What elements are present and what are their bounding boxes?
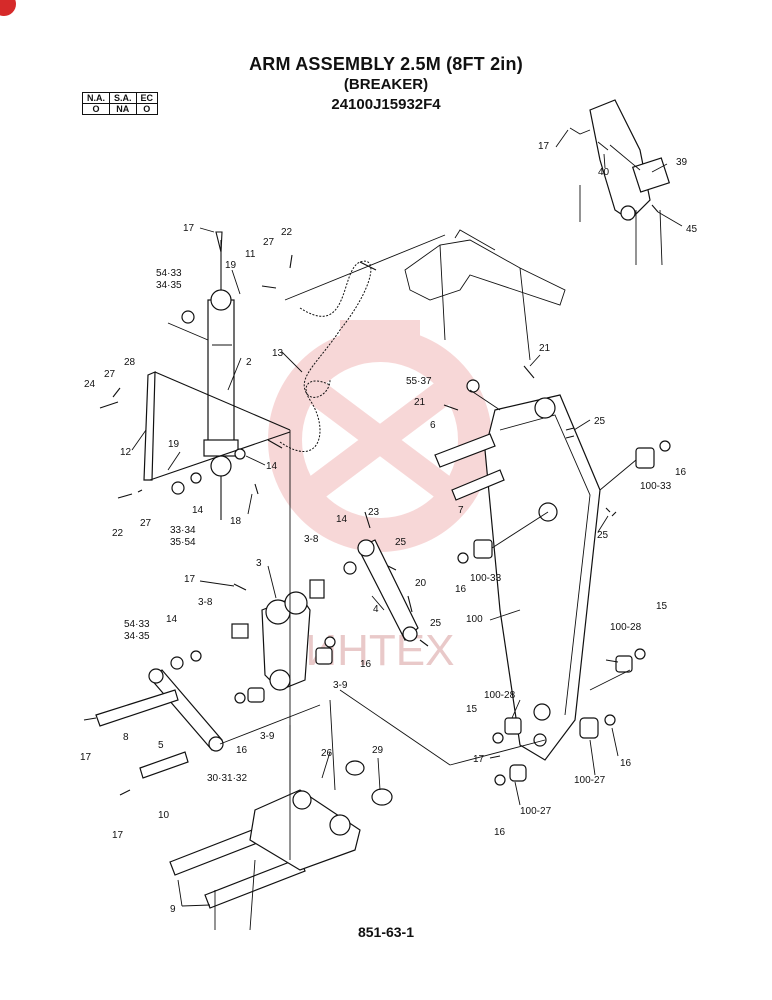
corner-badge — [0, 0, 16, 16]
callout-label: 15 — [656, 601, 668, 612]
cylinder — [203, 240, 239, 520]
callout-label: 25 — [395, 537, 407, 548]
callout-label: 16 — [494, 827, 506, 838]
hose-lines — [267, 260, 377, 452]
link-3 — [231, 579, 325, 691]
callout-label: 25 — [597, 530, 609, 541]
callout-label: 26 — [321, 748, 333, 759]
connection-lines — [167, 322, 637, 860]
callout-label: 16 — [236, 745, 248, 756]
pins — [95, 433, 505, 909]
callout-label: 27 — [263, 237, 275, 248]
bracket-inset — [569, 99, 671, 266]
callout-label: 3-8 — [304, 534, 319, 545]
callout-label: 21 — [539, 343, 551, 354]
callout-label: 14 — [192, 505, 204, 516]
callout-label: 100-28 — [610, 622, 642, 633]
rod-12 — [143, 371, 291, 481]
callout-label: 100-27 — [574, 775, 606, 786]
callout-label: 23 — [368, 507, 380, 518]
callout-label: 100-28 — [484, 690, 516, 701]
callout-label: 100-33 — [470, 573, 502, 584]
callout-label: 54·33 — [156, 268, 182, 279]
callout-label: 100 — [466, 614, 483, 625]
diagram-subtitle: (BREAKER) — [343, 76, 429, 93]
callout-label: 55·37 — [406, 376, 432, 387]
callout-label: 16 — [675, 467, 687, 478]
callout-label: 29 — [372, 745, 384, 756]
callout-labels: 17 22 27 11 19 54·33 34·35 28 27 24 2 13… — [80, 141, 698, 915]
callout-label: 17 — [112, 830, 124, 841]
callout-label: 14 — [336, 514, 348, 525]
callout-label: 13 — [272, 348, 284, 359]
bushings — [170, 310, 671, 806]
callout-label: 5 — [158, 740, 164, 751]
callout-label: 100-33 — [640, 481, 672, 492]
callout-label: 17 — [80, 752, 92, 763]
callout-label: 2 — [246, 357, 252, 368]
callout-label: 11 — [245, 249, 256, 260]
callout-label: 39 — [676, 157, 688, 168]
callout-label: 3-8 — [198, 597, 213, 608]
callout-label: 4 — [373, 604, 379, 615]
link-4 — [357, 539, 419, 642]
callout-label: 17 — [183, 223, 195, 234]
callout-label: 54·33 — [124, 619, 150, 630]
callout-label: 25 — [594, 416, 606, 427]
callout-label: 19 — [168, 439, 180, 450]
callout-label: 22 — [112, 528, 124, 539]
callout-label: 12 — [120, 447, 132, 458]
page-footer-code: 851-63-1 — [357, 924, 415, 940]
callout-label: 20 — [415, 578, 427, 589]
callout-label: 27 — [140, 518, 152, 529]
callout-label: 14 — [266, 461, 278, 472]
bolts-fittings — [83, 204, 659, 796]
callout-label: 17 — [473, 754, 485, 765]
callout-label: 15 — [466, 704, 478, 715]
callout-label: 34·35 — [124, 631, 150, 642]
callout-label: 35·54 — [170, 537, 196, 548]
callout-label: 14 — [166, 614, 178, 625]
callout-label: 7 — [458, 505, 464, 516]
callout-label: 17 — [538, 141, 550, 152]
callout-label: 18 — [230, 516, 242, 527]
callout-label: 9 — [170, 904, 176, 915]
callout-label: 6 — [430, 420, 436, 431]
link-5 — [148, 668, 224, 752]
callout-label: 25 — [430, 618, 442, 629]
diagram-title: ARM ASSEMBLY 2.5M (8FT 2in) — [249, 54, 523, 74]
arm-body — [484, 394, 601, 761]
callout-label: 3-9 — [260, 731, 275, 742]
boom-outline — [284, 229, 566, 361]
callout-label: 27 — [104, 369, 116, 380]
callout-label: 34·35 — [156, 280, 182, 291]
callout-label: 28 — [124, 357, 136, 368]
callout-label: 16 — [455, 584, 467, 595]
bucket-bracket — [214, 699, 361, 931]
callout-label: 19 — [225, 260, 237, 271]
legend-value-na: O — [82, 103, 110, 115]
callout-label: 21 — [414, 397, 426, 408]
callout-label: 100-27 — [520, 806, 552, 817]
callout-label: 30·31·32 — [207, 773, 247, 784]
callout-label: 10 — [158, 810, 170, 821]
callout-label: 17 — [184, 574, 196, 585]
callout-label: 16 — [620, 758, 632, 769]
callout-label: 3 — [256, 558, 262, 569]
callout-label: 16 — [360, 659, 372, 670]
callout-label: 22 — [281, 227, 293, 238]
leader-lines — [131, 129, 683, 907]
legend-value-sa: NA — [109, 103, 137, 115]
legend-value-ec: O — [135, 103, 159, 115]
callout-label: 40 — [598, 167, 610, 178]
part-number: 24100J15932F4 — [331, 96, 441, 113]
watermark-logo — [268, 320, 492, 552]
callout-label: 24 — [84, 379, 96, 390]
applicability-table: N.A. S.A. EC O NA O — [82, 92, 159, 115]
callout-label: 33·34 — [170, 525, 196, 536]
callout-label: 45 — [686, 224, 698, 235]
callout-label: 3-9 — [333, 680, 348, 691]
callout-label: 8 — [123, 732, 129, 743]
